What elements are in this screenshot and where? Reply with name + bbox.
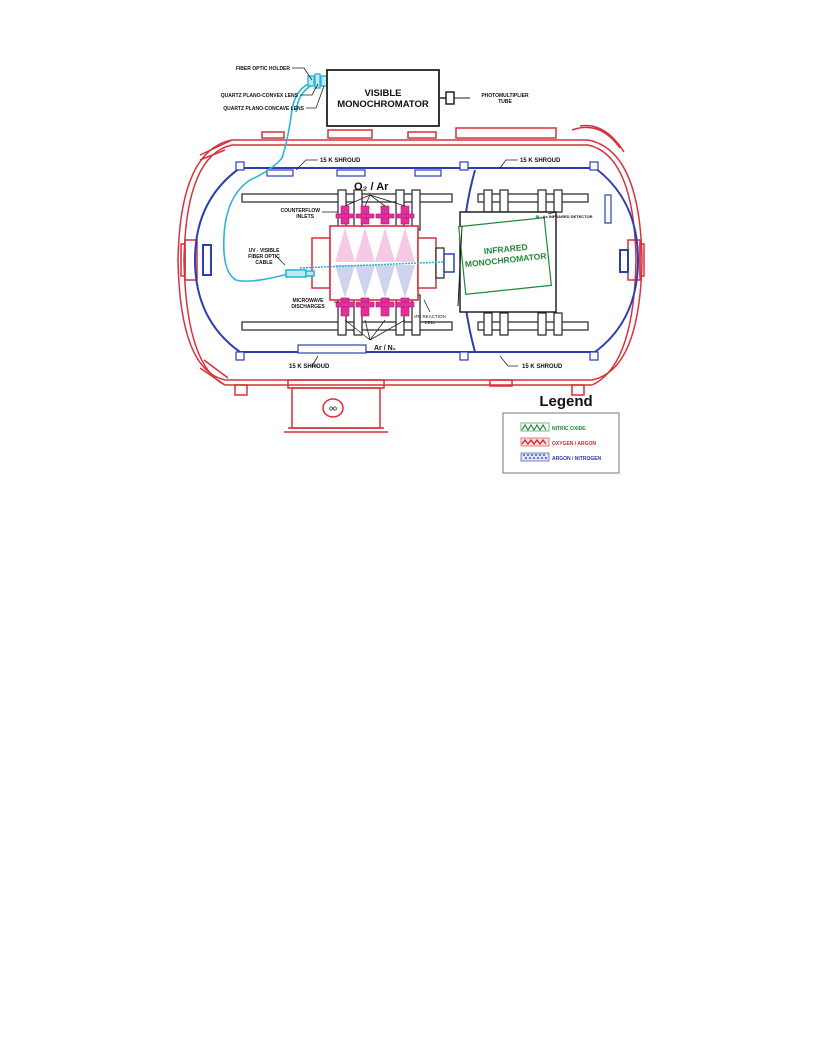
port-label: OO — [329, 407, 337, 413]
legend-swatch-nitric-oxide — [520, 422, 550, 432]
photomultiplier-tube — [439, 91, 470, 105]
uv-line1: UV - VISIBLE — [249, 248, 281, 254]
legend-label-nitric-oxide: NITRIC OXIDE — [552, 426, 586, 432]
reaction-cell-line2: CELL — [424, 320, 436, 325]
detector-label: Si : As INFRARED DETECTOR — [535, 214, 592, 219]
microwave-line2: DISCHARGES — [291, 304, 325, 310]
vacuum-chamber — [177, 124, 645, 433]
reaction-cell — [299, 205, 455, 317]
infrared-monochromator — [457, 211, 557, 313]
visible-mono-line1: VISIBLE — [365, 88, 402, 99]
legend-title: Legend — [539, 393, 592, 410]
visible-mono-line2: MONOCHROMATOR — [337, 99, 429, 110]
visible-monochromator — [326, 69, 440, 127]
pmt-line1: PHOTOMULTIPLIER — [481, 93, 529, 99]
label-fiber-optic-holder: FIBER OPTIC HOLDER — [236, 66, 291, 72]
counterflow-line1: COUNTERFLOW — [281, 208, 321, 214]
label-quartz-convex-lens: QUARTZ PLANO-CONVEX LENS — [221, 93, 299, 99]
legend-swatch-oxygen-argon — [520, 437, 550, 447]
uv-line2: FIBER OPTIC — [248, 254, 280, 260]
legend-label-argon-nitrogen: ARGON / NITROGEN — [552, 456, 602, 462]
uv-line3: CABLE — [255, 260, 273, 266]
ar-n2-label: Ar / N₂ — [374, 345, 396, 352]
microwave-line1: MICROWAVE — [292, 298, 324, 304]
o2-ar-label: O₂ / Ar — [354, 181, 389, 193]
pmt-line2: TUBE — [498, 99, 512, 105]
legend: Legend NITRIC OXIDE OXYGEN / ARGON ARGON… — [502, 393, 620, 474]
shroud-label-bottom-left: 15 K SHROUD — [289, 364, 330, 370]
fiber-optic-lenses — [307, 73, 328, 89]
reaction-cell-line1: IFK REACTION — [414, 314, 446, 319]
counterflow-line2: INLETS — [296, 214, 314, 220]
legend-swatch-argon-nitrogen — [520, 452, 550, 462]
shroud-label-top-left: 15 K SHROUD — [320, 158, 361, 164]
shroud-label-bottom-right: 15 K SHROUD — [522, 364, 563, 370]
shroud-label-top-right: 15 K SHROUD — [520, 158, 561, 164]
ir-mono-line1: INFRARED — [483, 242, 528, 257]
legend-label-oxygen-argon: OXYGEN / ARGON — [552, 441, 596, 447]
label-quartz-concave-lens: QUARTZ PLANO-CONCAVE LENS — [223, 106, 304, 112]
callout-lines — [275, 67, 557, 367]
